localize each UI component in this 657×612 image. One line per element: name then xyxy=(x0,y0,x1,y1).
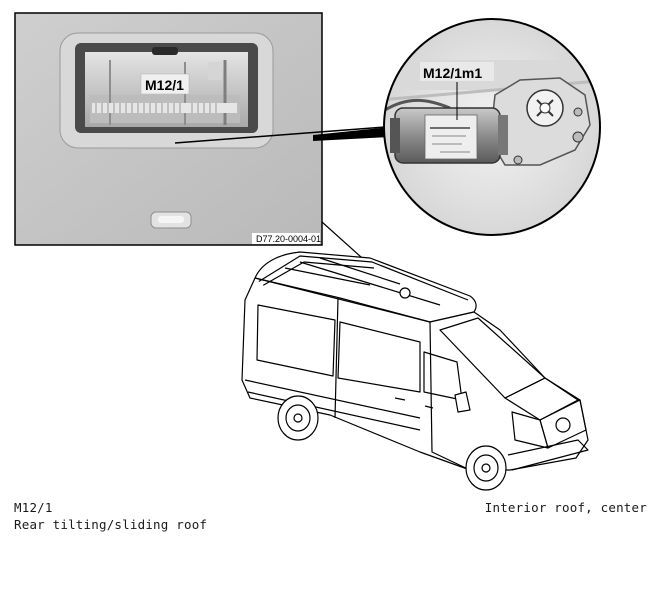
caption-location: Interior roof, center xyxy=(484,500,647,515)
roof-photo-inset: M12/1 D77.20-0004-01 xyxy=(14,12,323,246)
van-roof-hatch xyxy=(399,287,411,299)
van-rear-wheel xyxy=(277,395,319,441)
reference-code: D77.20-0004-01 xyxy=(256,234,321,244)
detail-callout-label: M12/1m1 xyxy=(423,65,482,81)
van-front-wheel xyxy=(465,445,507,491)
caption-component-name: Rear tilting/sliding roof xyxy=(14,517,208,532)
van-illustration xyxy=(241,251,589,491)
roof-handle xyxy=(152,47,178,55)
detail-leader xyxy=(174,126,390,144)
caption-component-code: M12/1 xyxy=(14,500,53,515)
glass-view xyxy=(90,60,240,125)
motor-detail-circle: M12/1m1 xyxy=(383,18,601,236)
photo-callout-label: M12/1 xyxy=(145,77,184,93)
